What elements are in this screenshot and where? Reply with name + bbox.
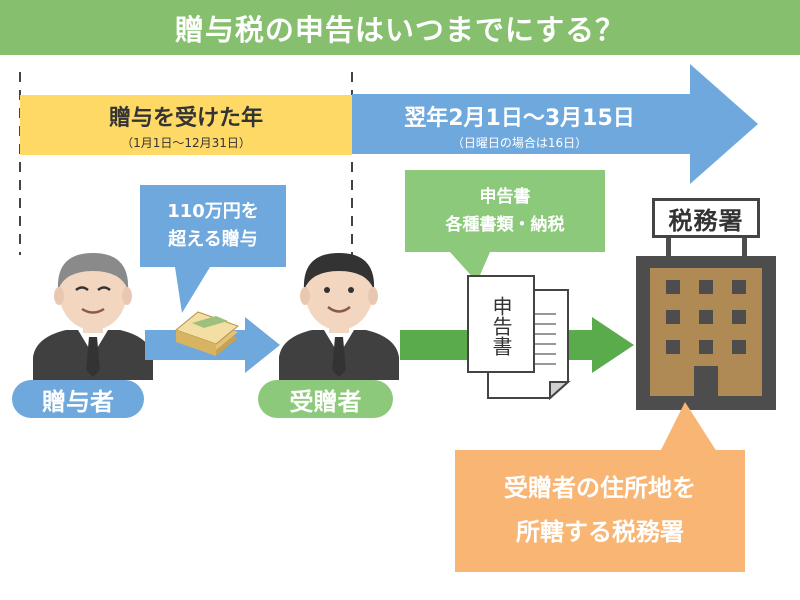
gift-callout: 110万円を 超える贈与 xyxy=(140,193,286,259)
deadline-arrow xyxy=(352,64,758,184)
page-title: 贈与税の申告はいつまでにする？ xyxy=(0,0,800,55)
docs-callout: 申告書 各種書類・納税 xyxy=(405,178,605,244)
office-callout-shape xyxy=(455,402,745,572)
office-callout-line2: 所轄する税務署 xyxy=(516,518,684,546)
document-title: 申告書 xyxy=(489,296,513,356)
money-icon xyxy=(174,311,240,356)
document-icon xyxy=(467,275,571,401)
period-dividers xyxy=(19,72,353,255)
gift-year-range: （1月1日～12月31日） xyxy=(121,135,251,150)
docs-callout-line1: 申告書 xyxy=(479,187,531,207)
docs-callout-line2: 各種書類・納税 xyxy=(445,215,565,235)
recipient-label: 受贈者 xyxy=(258,380,393,418)
gift-year-label: 贈与を受けた年 xyxy=(108,105,263,131)
deadline-note: （日曜日の場合は16日） xyxy=(451,135,588,150)
docs-callout-shape xyxy=(405,170,605,282)
office-callout-line1: 受贈者の住所地を xyxy=(504,474,696,502)
deadline-label: 翌年2月1日～3月15日 xyxy=(404,105,635,131)
recipient-person-icon xyxy=(279,253,399,380)
gift-year-band: 贈与を受けた年 （1月1日～12月31日） xyxy=(20,95,352,155)
tax-office-building-icon xyxy=(636,238,776,410)
gift-callout-line2: 超える贈与 xyxy=(168,229,258,250)
donor-label: 贈与者 xyxy=(12,380,144,418)
donor-person-icon xyxy=(33,253,153,380)
office-callout: 受贈者の住所地を 所轄する税務署 xyxy=(455,455,745,565)
gift-callout-shape xyxy=(140,185,286,313)
gift-callout-line1: 110万円を xyxy=(167,201,259,222)
deadline-text: 翌年2月1日～3月15日 （日曜日の場合は16日） xyxy=(352,95,687,155)
tax-office-sign: 税務署 xyxy=(652,198,760,238)
